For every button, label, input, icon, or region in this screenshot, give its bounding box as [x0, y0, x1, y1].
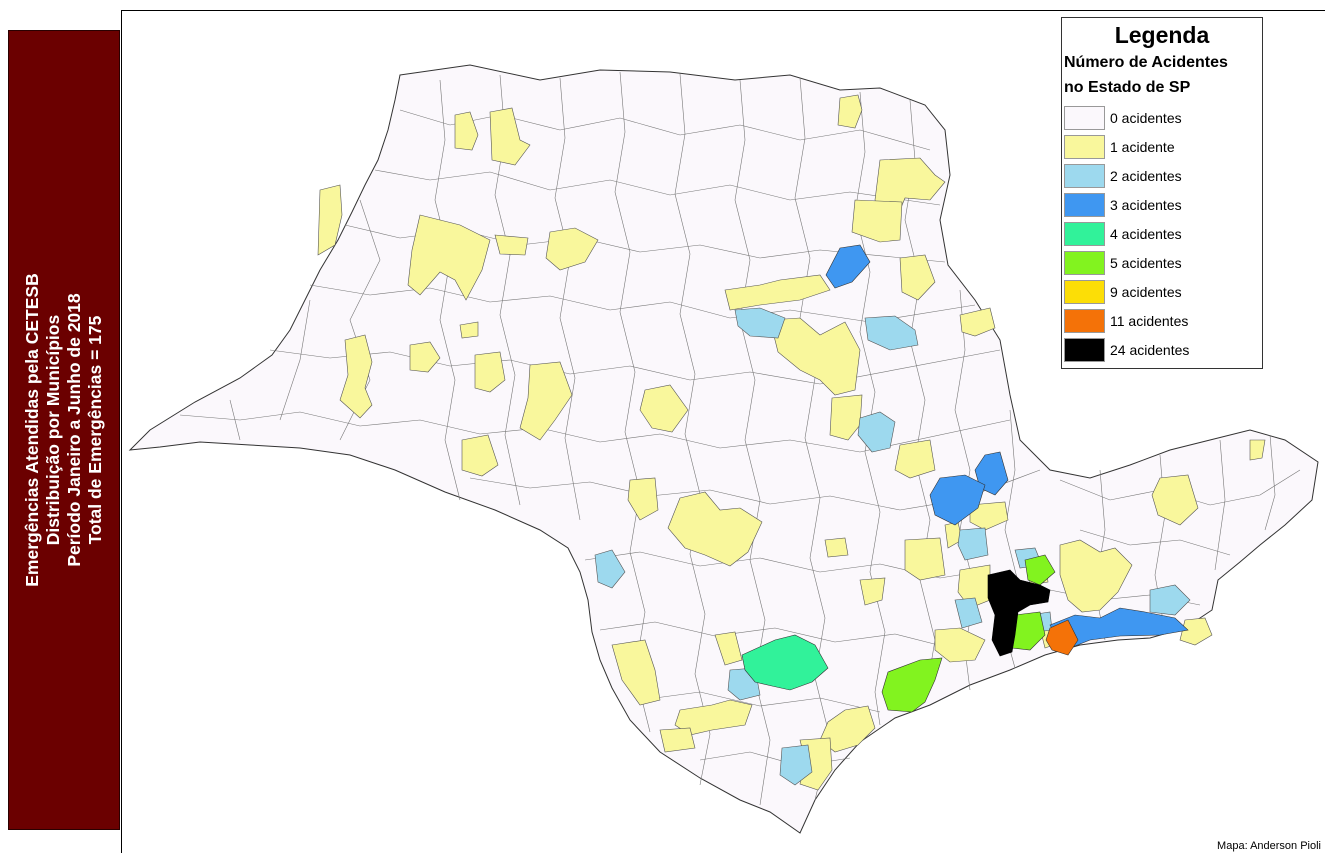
legend-items: 0 acidentes 1 acidente 2 acidentes 3 aci…: [1062, 103, 1262, 364]
municipality-24-acidentes: [987, 569, 1051, 657]
legend-swatch-5: [1064, 250, 1105, 275]
legend-title: Legenda: [1114, 22, 1210, 48]
map-frame: [121, 10, 1325, 853]
legend-item-2: 2 acidentes: [1062, 161, 1262, 190]
legend-label-8: 24 acidentes: [1110, 341, 1190, 358]
municipalities-3-acidentes: [825, 244, 1189, 651]
legend-label-4: 4 acidentes: [1110, 225, 1182, 242]
legend-subtitle-line-2: no Estado de SP: [1064, 79, 1191, 96]
municipalities-1-acidente: [317, 94, 1266, 791]
legend-item-8: 24 acidentes: [1062, 335, 1262, 364]
legend-swatch-4: [1064, 221, 1105, 246]
municipalities-5-acidentes: [881, 554, 1056, 713]
legend-label-2: 2 acidentes: [1110, 167, 1182, 184]
legend-swatch-1: [1064, 134, 1105, 159]
legend-subtitle-line-1: Número de Acidentes: [1064, 54, 1228, 71]
legend-label-5: 5 acidentes: [1110, 254, 1182, 271]
legend-label-6: 9 acidentes: [1110, 283, 1182, 300]
legend-swatch-7: [1064, 308, 1105, 333]
legend-label-1: 1 acidente: [1110, 138, 1175, 155]
municipalities-11-acidentes: [1045, 619, 1079, 656]
legend-item-3: 3 acidentes: [1062, 190, 1262, 219]
legend-item-0: 0 acidentes: [1062, 103, 1262, 132]
legend-swatch-8: [1064, 337, 1105, 362]
legend: Legenda Número de Acidentes no Estado de…: [1061, 17, 1263, 369]
municipalities-4-acidentes: [741, 634, 829, 691]
legend-swatch-3: [1064, 192, 1105, 217]
map-credit: Mapa: Anderson Pioli: [1217, 840, 1321, 852]
legend-label-3: 3 acidentes: [1110, 196, 1182, 213]
legend-item-7: 11 acidentes: [1062, 306, 1262, 335]
legend-swatch-0: [1064, 105, 1105, 130]
legend-label-0: 0 acidentes: [1110, 109, 1182, 126]
side-title-panel: Emergências Atendidas pela CETESB Distri…: [8, 30, 120, 830]
legend-item-4: 4 acidentes: [1062, 219, 1262, 248]
legend-item-1: 1 acidente: [1062, 132, 1262, 161]
legend-item-5: 5 acidentes: [1062, 248, 1262, 277]
legend-swatch-6: [1064, 279, 1105, 304]
legend-item-6: 9 acidentes: [1062, 277, 1262, 306]
legend-label-7: 11 acidentes: [1110, 312, 1189, 329]
legend-swatch-2: [1064, 163, 1105, 188]
